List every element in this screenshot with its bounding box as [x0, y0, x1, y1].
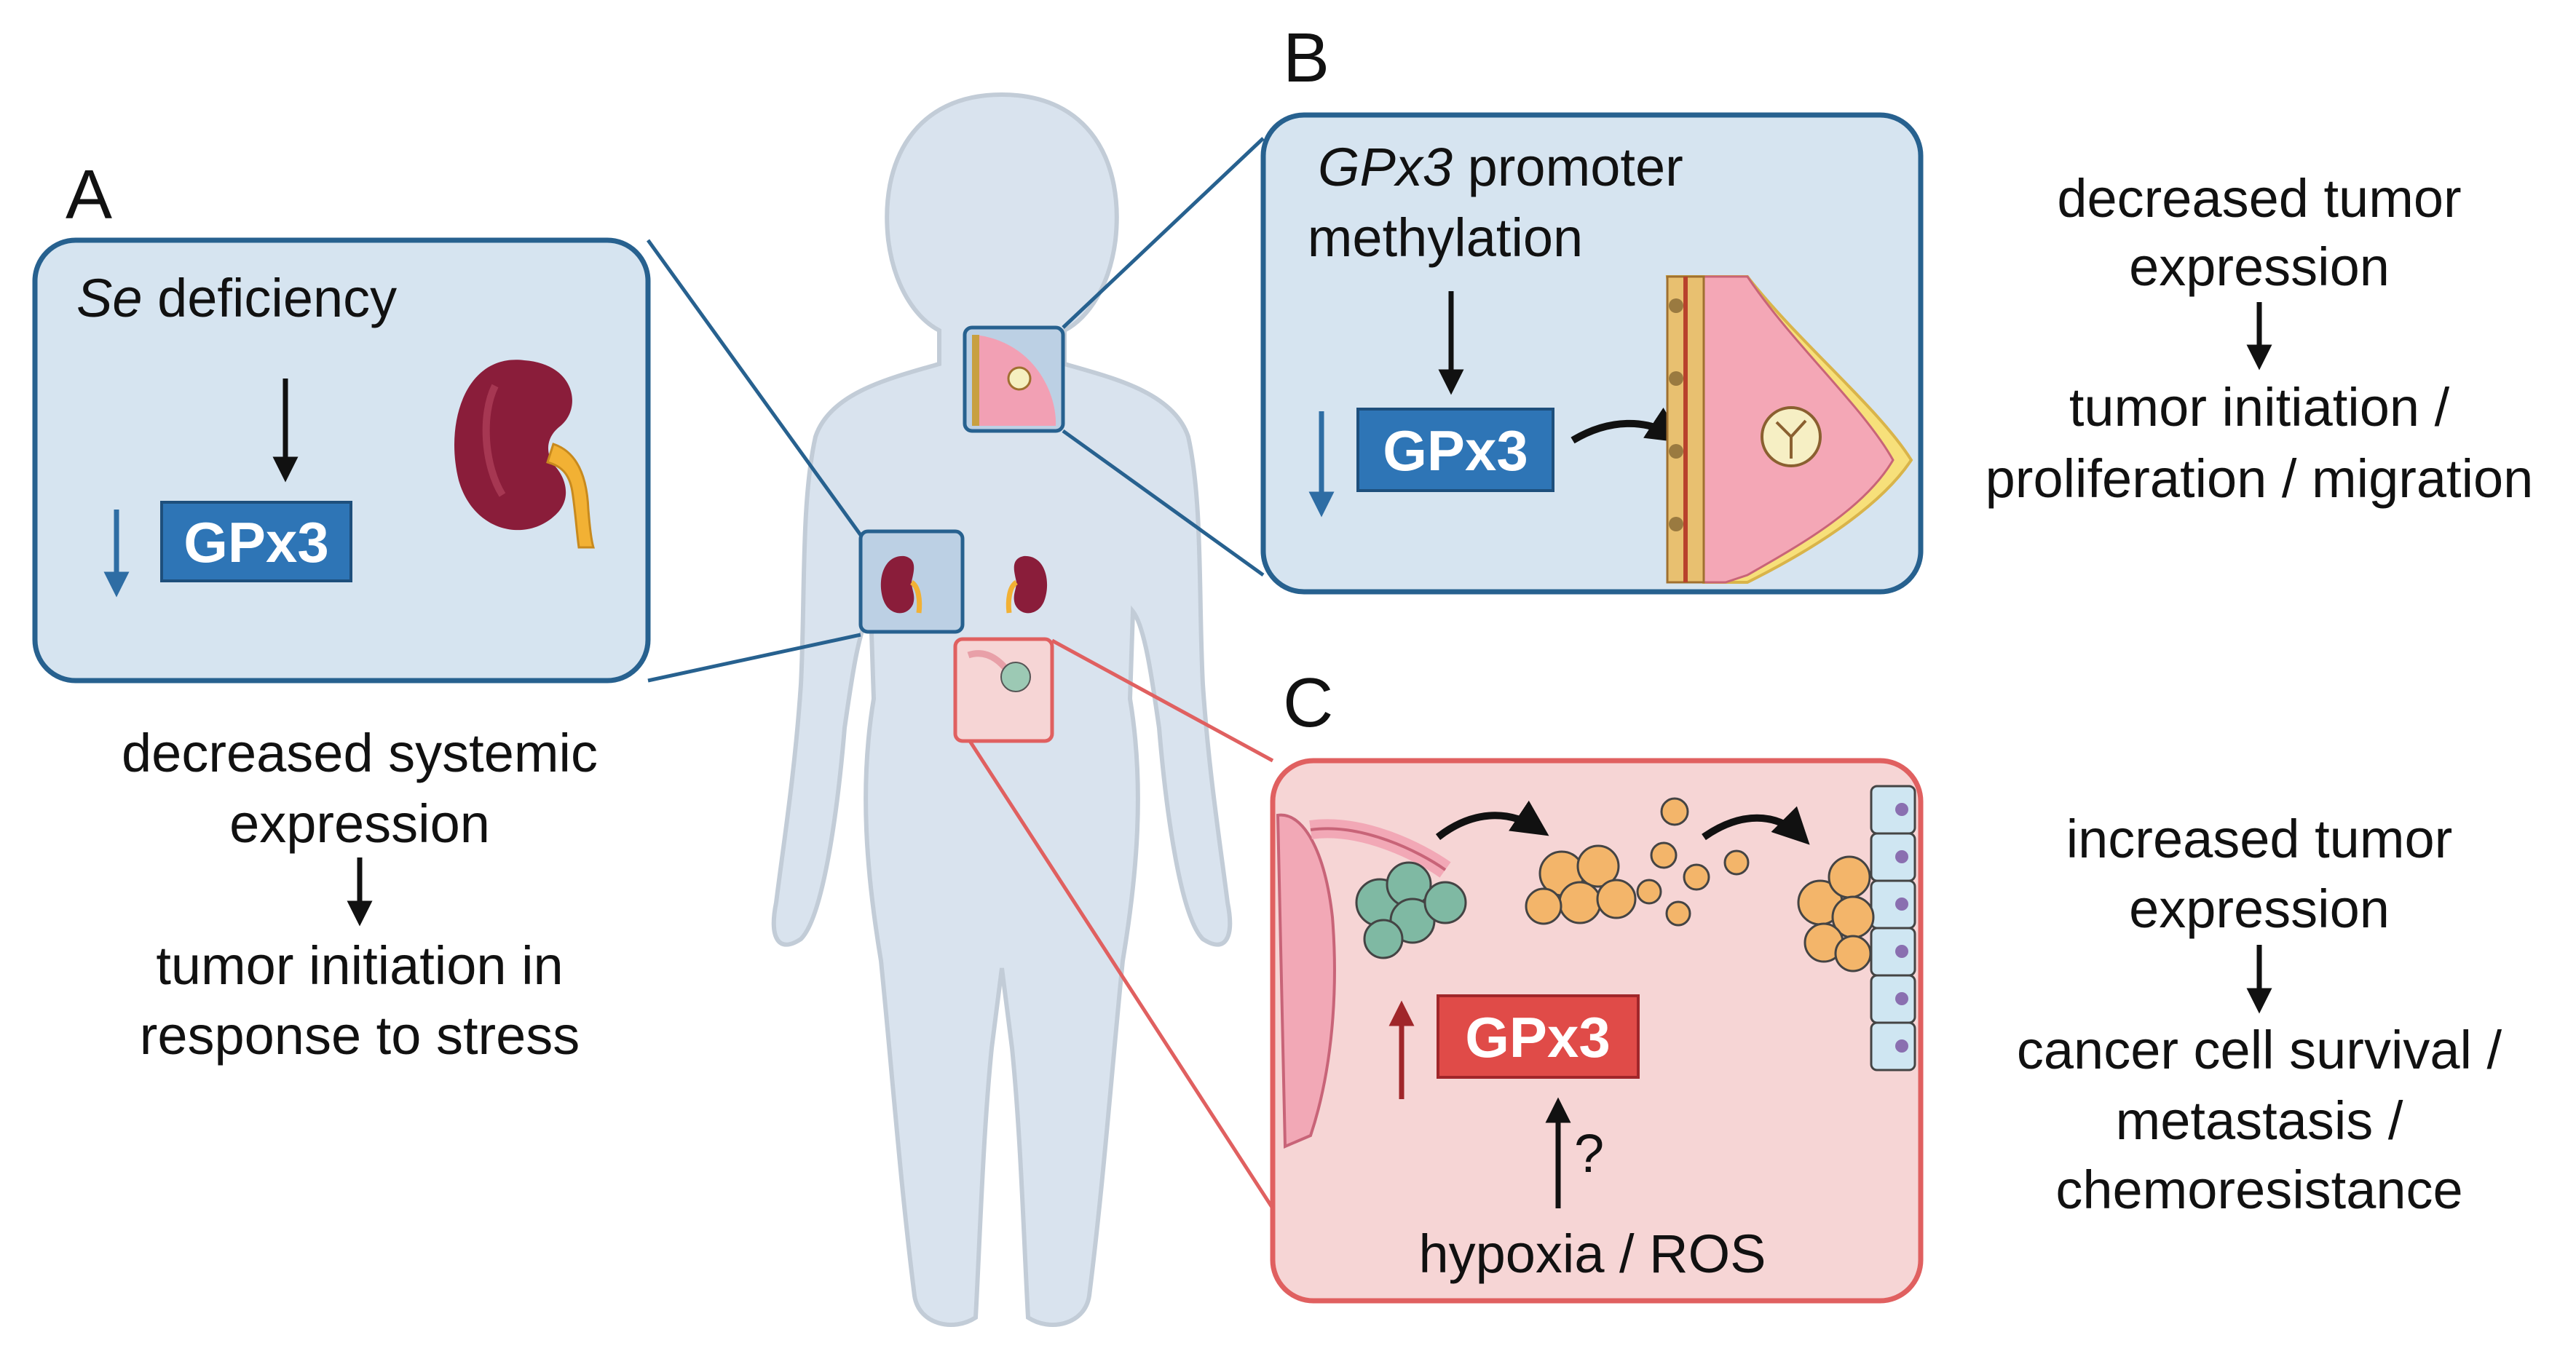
- panel-a-letter: A: [66, 156, 112, 234]
- panel-b-caption-line1: decreased tumor: [2057, 168, 2461, 229]
- panel-c-outcome-line2: metastasis /: [2116, 1090, 2403, 1151]
- panel-a-caption-line1: decreased systemic: [122, 723, 598, 783]
- panel-c-caption-line1: increased tumor: [2066, 809, 2453, 869]
- panel-c-outcome-line1: cancer cell survival /: [2017, 1020, 2502, 1080]
- panel-a-caption-line2: expression: [229, 793, 490, 854]
- panel-b-gene-label: GPx3: [1383, 419, 1528, 483]
- right-kidney-on-body: [1005, 555, 1048, 614]
- panel-c-question-mark: ?: [1574, 1123, 1604, 1184]
- panel-b-cause-line2: methylation: [1308, 207, 1583, 268]
- kidney-icon: [454, 360, 596, 549]
- panel-b-letter: B: [1283, 19, 1330, 97]
- panel-b-gene-box: [1356, 408, 1554, 492]
- panel-c-gene-box: [1437, 994, 1640, 1079]
- panel-a-gene-label: GPx3: [183, 510, 328, 574]
- connector-lines: [646, 137, 1275, 1210]
- breast-inset: [963, 325, 1065, 433]
- panel-a: A Se deficiency GPx3 decreased systemic …: [32, 156, 651, 1066]
- cancer-cell-cluster-icon: [1525, 797, 1750, 927]
- ovary-tumor-icon: [1276, 813, 1467, 1149]
- blood-vessel-wall-icon: [1797, 785, 1916, 1071]
- panel-a-outcome-line1: tumor initiation in: [156, 935, 563, 996]
- panel-b-cause-line1: GPx3 promoter: [1318, 137, 1683, 197]
- panel-b-outcome-line1: tumor initiation /: [2069, 377, 2450, 437]
- panel-c-curved-arrow-2: [1702, 806, 1810, 845]
- panel-a-cause: Se deficiency: [76, 268, 397, 328]
- panel-a-gene-box: [160, 501, 352, 582]
- breast-tissue-icon: [1665, 275, 1913, 584]
- panel-c-curved-arrow-1: [1435, 800, 1549, 840]
- panel-b-outcome-line2: proliferation / migration: [1986, 448, 2534, 509]
- panel-b-curved-arrow: [1571, 407, 1684, 444]
- panel-b-caption-line2: expression: [2129, 237, 2390, 297]
- ovary-inset: [953, 637, 1054, 743]
- panel-c-inducer: hypoxia / ROS: [1418, 1224, 1766, 1284]
- kidney-inset: [858, 529, 965, 634]
- panel-c-letter: C: [1283, 664, 1333, 742]
- panel-c: C: [1270, 664, 2502, 1304]
- panel-a-outcome-line2: response to stress: [140, 1005, 580, 1066]
- panel-c-outcome-line3: chemoresistance: [2055, 1160, 2462, 1220]
- panel-c-caption-line2: expression: [2129, 879, 2390, 939]
- panel-c-gene-label: GPx3: [1465, 1005, 1610, 1069]
- panel-b: B GPx3 promoter methylation GPx3 decreas…: [1260, 19, 2534, 595]
